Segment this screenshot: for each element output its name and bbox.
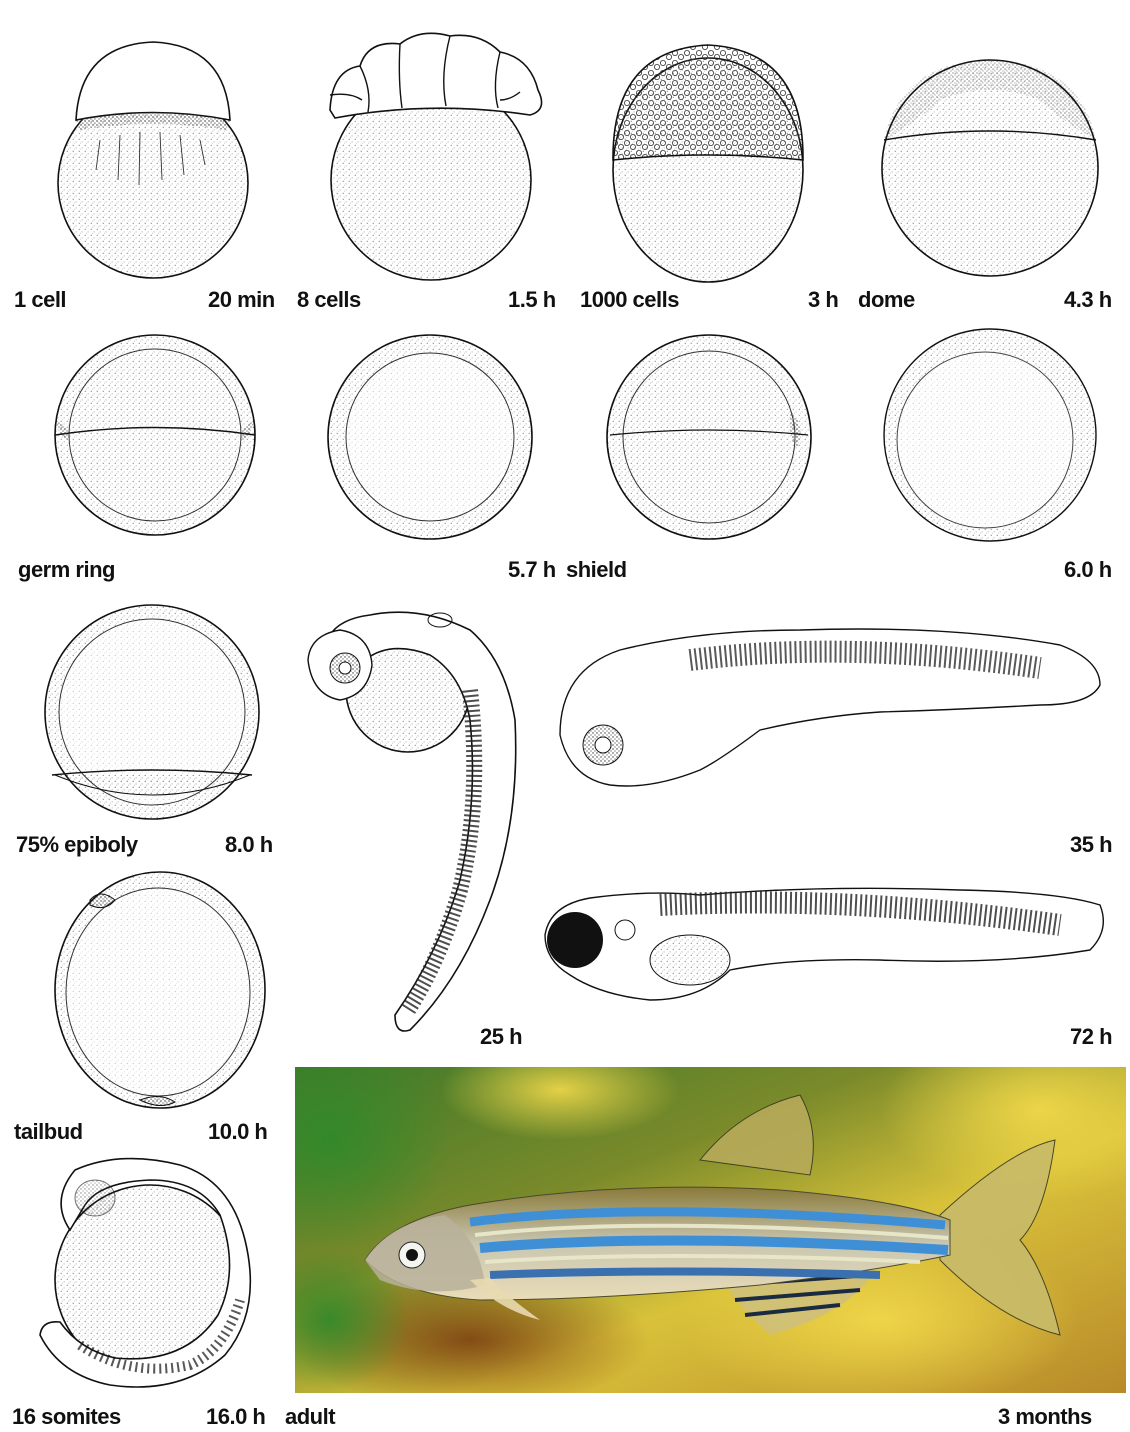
stage-time-shield: 6.0 h: [1064, 559, 1112, 581]
larva-25h: [308, 612, 516, 1031]
embryo-tailbud: [55, 872, 265, 1108]
larva-72h: [545, 888, 1103, 1000]
stage-name-shield: shield: [566, 559, 627, 581]
stage-name-8-cells: 8 cells: [297, 289, 361, 311]
stage-name-tailbud: tailbud: [14, 1121, 83, 1143]
stage-time-tailbud: 10.0 h: [208, 1121, 267, 1143]
stage-name-dome: dome: [858, 289, 915, 311]
embryo-8-cells: [330, 33, 542, 280]
stage-name-16-somites: 16 somites: [12, 1406, 121, 1428]
embryo-1000-cells: [613, 45, 803, 282]
embryo-shield-lateral-view: [607, 335, 811, 539]
embryo-dome: [882, 60, 1098, 276]
stage-time-35h: 35 h: [1070, 834, 1112, 856]
embryo-shield-animal-view: [328, 335, 532, 539]
stage-time-72h: 72 h: [1070, 1026, 1112, 1048]
stage-name-adult: adult: [285, 1406, 335, 1428]
embryo-75-epiboly: [45, 605, 259, 819]
larva-35h: [560, 629, 1100, 786]
stage-time-dome: 4.3 h: [1064, 289, 1112, 311]
stage-time-germ-ring: 5.7 h: [508, 559, 556, 581]
adult-zebrafish-photo: [210, 1020, 1130, 1410]
embryo-16-somites: [40, 1159, 250, 1387]
stage-name-1-cell: 1 cell: [14, 289, 66, 311]
embryo-6h-animal-view: [884, 329, 1096, 541]
stage-name-75-epiboly: 75% epiboly: [16, 834, 138, 856]
stage-time-8-cells: 1.5 h: [508, 289, 556, 311]
stage-time-1-cell: 20 min: [208, 289, 275, 311]
embryo-1-cell: [58, 42, 248, 278]
stage-time-25h: 25 h: [480, 1026, 522, 1048]
embryo-germ-ring: [55, 335, 255, 535]
stage-time-adult: 3 months: [998, 1406, 1092, 1428]
stage-time-16-somites: 16.0 h: [206, 1406, 265, 1428]
stage-name-germ-ring: germ ring: [18, 559, 115, 581]
stage-time-1000-cells: 3 h: [808, 289, 838, 311]
stage-time-75-epiboly: 8.0 h: [225, 834, 273, 856]
stage-name-1000-cells: 1000 cells: [580, 289, 679, 311]
